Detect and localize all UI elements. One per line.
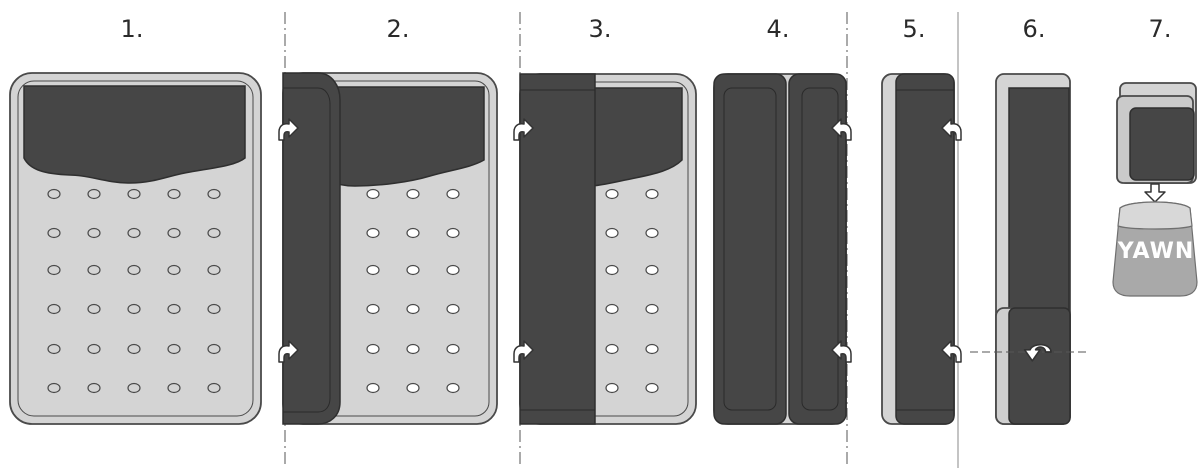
valve-hole: [606, 229, 618, 238]
valve-hole: [407, 305, 419, 314]
step-5-folded-strip: [882, 74, 961, 424]
valve-hole: [447, 305, 459, 314]
step-number-5: 5.: [903, 15, 926, 43]
step-number-1: 1.: [121, 15, 144, 43]
valve-hole: [646, 229, 658, 238]
valve-hole: [447, 266, 459, 275]
valve-hole: [606, 305, 618, 314]
valve-hole: [367, 229, 379, 238]
valve-hole: [407, 229, 419, 238]
valve-hole: [447, 345, 459, 354]
valve-hole: [447, 384, 459, 393]
valve-hole: [447, 229, 459, 238]
valve-hole: [367, 190, 379, 199]
valve-hole: [646, 384, 658, 393]
valve-hole: [367, 305, 379, 314]
valve-hole: [407, 266, 419, 275]
step-number-4: 4.: [767, 15, 790, 43]
bag-brand-label: YAWN: [1117, 239, 1195, 264]
step-number-7: 7.: [1149, 15, 1172, 43]
valve-hole: [646, 345, 658, 354]
step-7-pack-into-bag: YAWN: [1113, 83, 1197, 296]
valve-hole: [606, 266, 618, 275]
valve-hole: [407, 384, 419, 393]
step-number-3: 3.: [589, 15, 612, 43]
step-number-2: 2.: [387, 15, 410, 43]
valve-hole: [367, 266, 379, 275]
valve-hole: [606, 345, 618, 354]
valve-hole: [367, 384, 379, 393]
step-3-second-fold: [514, 74, 696, 424]
storage-bag: YAWN: [1113, 202, 1197, 296]
step-number-6: 6.: [1023, 15, 1046, 43]
valve-hole: [646, 305, 658, 314]
valve-hole: [367, 345, 379, 354]
valve-hole: [606, 384, 618, 393]
step-4-right-fold: [714, 74, 851, 424]
valve-hole: [407, 190, 419, 199]
step-1-flat-mat: [10, 73, 261, 424]
step-6-rolling: [970, 74, 1090, 424]
valve-hole: [407, 345, 419, 354]
valve-hole: [646, 266, 658, 275]
valve-hole: [447, 190, 459, 199]
down-arrow-icon: [1145, 184, 1165, 202]
step-2-left-fold: [279, 73, 497, 424]
valve-hole: [606, 190, 618, 199]
valve-hole: [646, 190, 658, 199]
